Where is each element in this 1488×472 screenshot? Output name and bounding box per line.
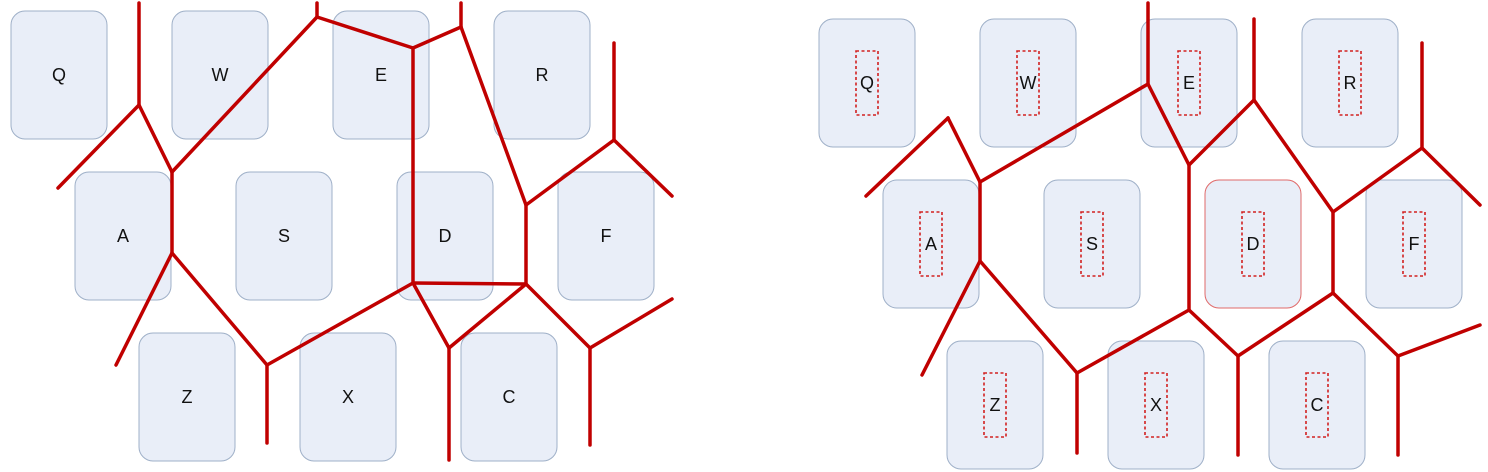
right-keyboard-panel: Q W E R A S D F Z X C <box>808 0 1488 472</box>
key-e: E <box>332 10 430 140</box>
boundary-edge <box>170 15 463 174</box>
key-cap-z <box>138 332 236 462</box>
key-hit-box-c <box>1305 372 1329 438</box>
key-label-e: E <box>375 65 387 85</box>
key-s: S <box>235 171 333 301</box>
key-cap-q <box>818 18 916 148</box>
key-label-q: Q <box>860 73 874 93</box>
boundary-edge <box>411 25 528 286</box>
key-hit-box-d <box>1241 211 1265 277</box>
key-cap-s <box>1043 179 1141 309</box>
key-label-r: R <box>1344 73 1357 93</box>
key-q: Q <box>10 10 108 140</box>
key-hit-box-e <box>1177 50 1201 116</box>
left-keyboard-svg: Q W E R A S D F Z X C <box>10 1 674 462</box>
key-label-e: E <box>1183 73 1195 93</box>
key-cap-z <box>946 340 1044 470</box>
key-hit-box-r <box>1338 50 1362 116</box>
key-c: C <box>460 332 558 462</box>
right-boundary-lines <box>864 1 1482 457</box>
boundary-edge <box>447 282 528 350</box>
boundary-edge <box>946 116 982 184</box>
key-hit-box-s <box>1080 211 1104 277</box>
key-cap-r <box>1301 18 1399 148</box>
boundary-edge <box>137 103 174 174</box>
boundary-edge <box>978 163 1191 375</box>
left-boundary-lines <box>56 1 674 462</box>
key-hit-box-z <box>983 372 1007 438</box>
key-label-d: D <box>1247 234 1260 254</box>
key-cap-w <box>979 18 1077 148</box>
key-label-a: A <box>925 234 937 254</box>
key-cap-r <box>493 10 591 140</box>
left-keyboard-panel: Q W E R A S D F Z X C <box>0 0 680 472</box>
boundary-edge <box>170 46 415 367</box>
key-hit-box-f <box>1402 211 1426 277</box>
key-label-d: D <box>439 226 452 246</box>
key-label-s: S <box>278 226 290 246</box>
key-label-x: X <box>342 387 354 407</box>
key-label-f: F <box>1409 234 1420 254</box>
boundary-edge <box>411 281 451 462</box>
key-label-f: F <box>601 226 612 246</box>
key-f: F <box>1365 179 1463 309</box>
boundary-edge <box>1146 17 1256 167</box>
key-d: D <box>396 171 494 301</box>
key-x: X <box>1107 340 1205 470</box>
key-label-w: W <box>212 65 229 85</box>
key-cap-x <box>1107 340 1205 470</box>
key-w: W <box>171 10 269 140</box>
key-r: R <box>1301 18 1399 148</box>
key-x: X <box>299 332 397 462</box>
key-cap-d <box>396 171 494 301</box>
key-label-c: C <box>503 387 516 407</box>
key-hit-box-q <box>855 50 879 116</box>
key-label-x: X <box>1150 395 1162 415</box>
key-w: W <box>979 18 1077 148</box>
key-hit-box-x <box>1144 372 1168 438</box>
key-c: C <box>1268 340 1366 470</box>
left-keys-group: Q W E R A S D F Z X C <box>10 10 655 462</box>
boundary-edge <box>864 116 950 198</box>
key-cap-d <box>1204 179 1302 309</box>
key-label-r: R <box>536 65 549 85</box>
right-keyboard-svg: Q W E R A S D F Z X C <box>818 1 1482 470</box>
key-hit-box-w <box>1016 50 1040 116</box>
key-z: Z <box>946 340 1044 470</box>
key-f: F <box>557 171 655 301</box>
key-label-z: Z <box>990 395 1001 415</box>
key-cap-f <box>1365 179 1463 309</box>
key-cap-s <box>235 171 333 301</box>
key-cap-f <box>557 171 655 301</box>
key-cap-x <box>299 332 397 462</box>
key-z: Z <box>138 332 236 462</box>
key-r: R <box>493 10 591 140</box>
key-label-c: C <box>1311 395 1324 415</box>
key-e: E <box>1140 18 1238 148</box>
key-s: S <box>1043 179 1141 309</box>
right-keys-group: Q W E R A S D F Z X C <box>818 18 1463 470</box>
key-cap-q <box>10 10 108 140</box>
key-cap-c <box>460 332 558 462</box>
key-hit-box-a <box>919 211 943 277</box>
key-label-z: Z <box>182 387 193 407</box>
key-label-s: S <box>1086 234 1098 254</box>
key-label-w: W <box>1020 73 1037 93</box>
key-d: D <box>1204 179 1302 309</box>
key-label-a: A <box>117 226 129 246</box>
key-q: Q <box>818 18 916 148</box>
key-cap-c <box>1268 340 1366 470</box>
key-cap-w <box>171 10 269 140</box>
key-label-q: Q <box>52 65 66 85</box>
key-cap-e <box>332 10 430 140</box>
